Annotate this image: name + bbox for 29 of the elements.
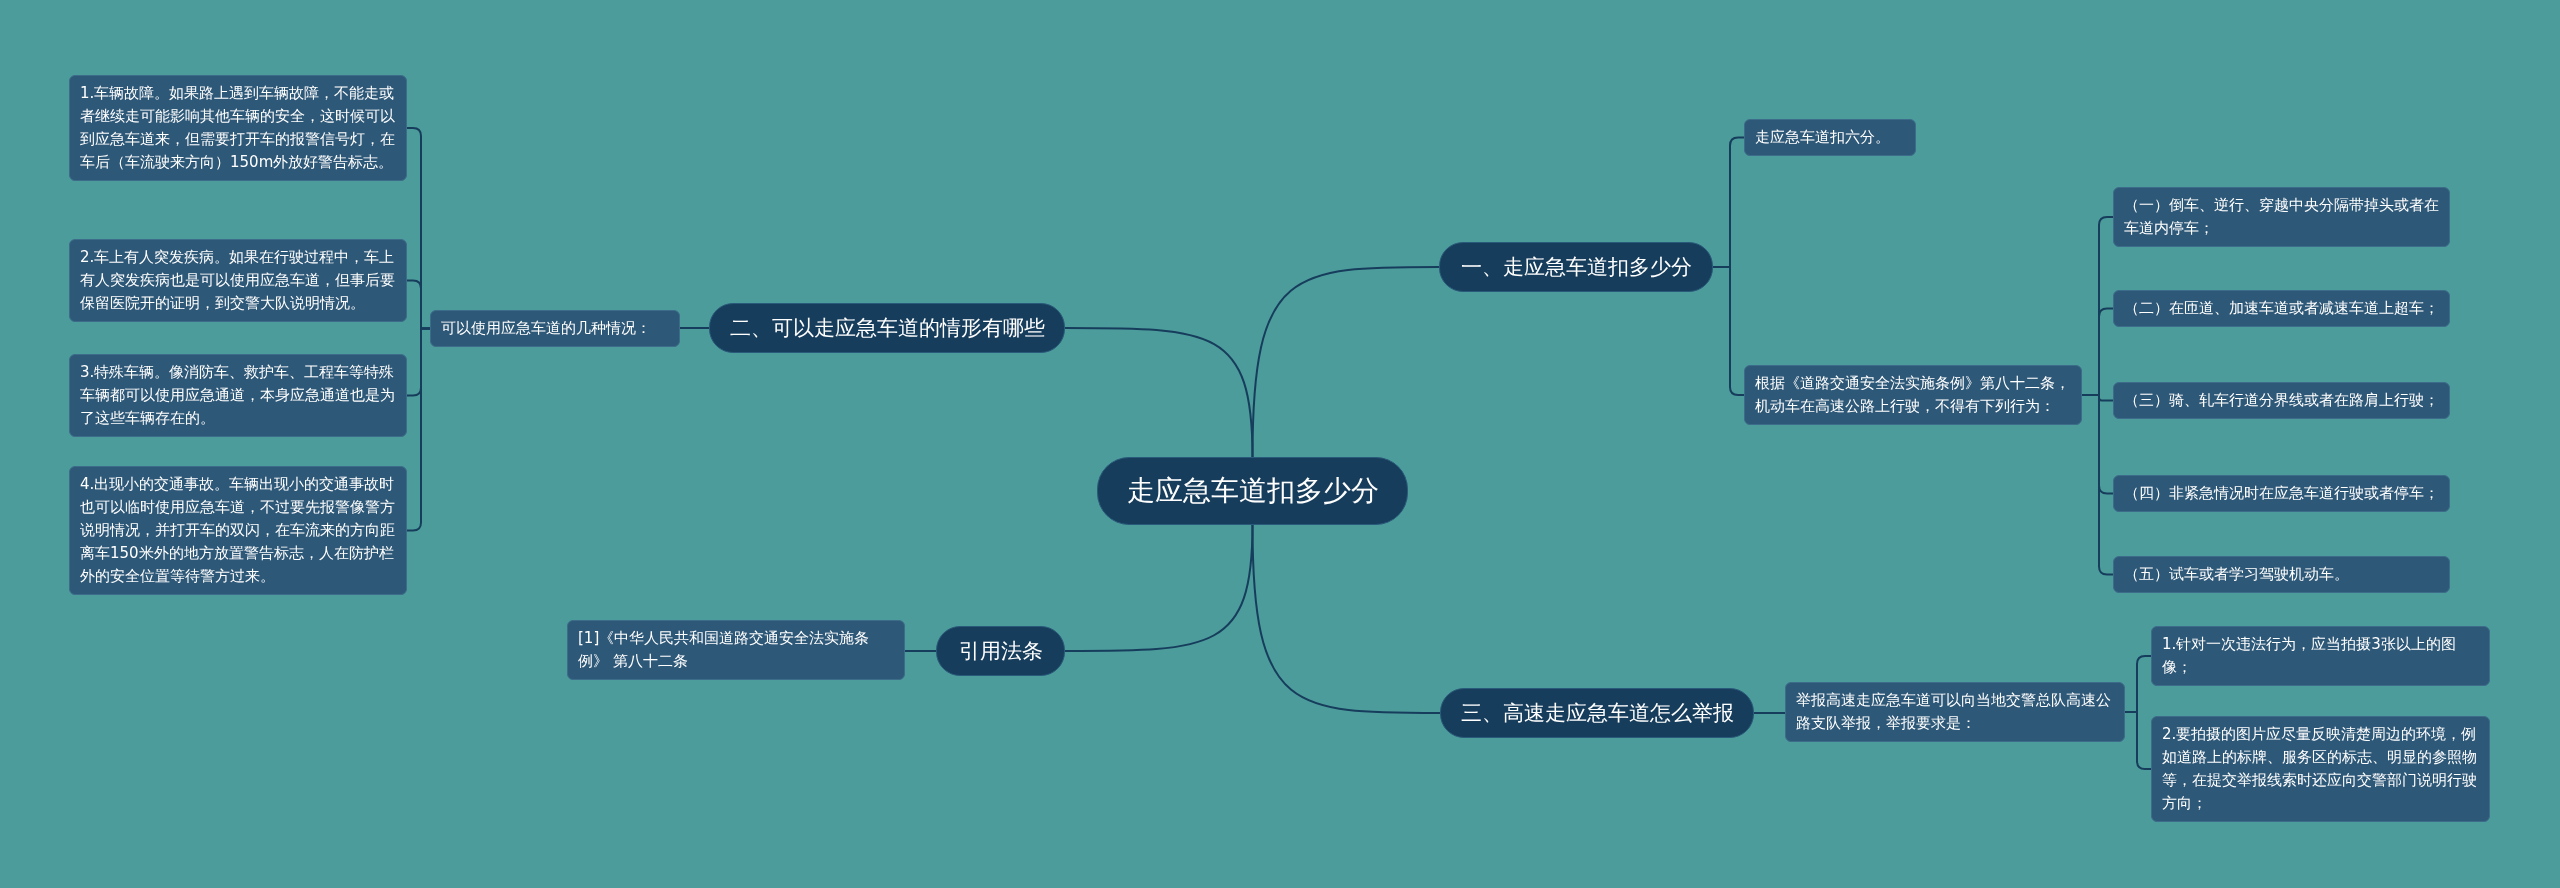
- text-card: 走应急车道扣六分。: [1744, 118, 1916, 156]
- connector-line: [1251, 524, 1441, 714]
- text-card: （一）倒车、逆行、穿越中央分隔带掉头或者在车道内停车；: [2113, 187, 2450, 247]
- connector-line: [904, 650, 937, 652]
- branch-topic: 一、走应急车道扣多少分: [1439, 242, 1713, 292]
- connector-line: [1753, 712, 1786, 714]
- connector-line: [1064, 524, 1254, 652]
- text-card: （三）骑、轧车行道分界线或者在路肩上行驶；: [2113, 381, 2450, 419]
- text-card: 1.车辆故障。如果路上遇到车辆故障，不能走或者继续走可能影响其他车辆的安全，这时候可以到应急车道来，但需要打开车的报警信号灯，在车后（车流驶来方向）150m外放好警告标志。: [69, 75, 407, 181]
- branch-topic: 引用法条: [936, 626, 1065, 676]
- text-card: （二）在匝道、加速车道或者减速车道上超车；: [2113, 289, 2450, 327]
- text-card: 2.车上有人突发疾病。如果在行驶过程中，车上有人突发疾病也是可以使用应急车道，但事后要保留医院开的证明，到交警大队说明情况。: [69, 238, 407, 322]
- connector-line: [1712, 266, 1745, 396]
- text-card: 举报高速走应急车道可以向当地交警总队高速公路支队举报，举报要求是：: [1785, 682, 2125, 742]
- branch-topic: 二、可以走应急车道的情形有哪些: [709, 303, 1065, 353]
- connector-line: [1251, 266, 1440, 458]
- text-card: [1]《中华人民共和国道路交通安全法实施条例》 第八十二条: [567, 620, 905, 680]
- text-card: 1.针对一次违法行为，应当拍摄3张以上的图像；: [2151, 626, 2490, 686]
- connector-line: [1064, 327, 1254, 458]
- text-card: （四）非紧急情况时在应急车道行驶或者停车；: [2113, 474, 2450, 512]
- text-card: 2.要拍摄的图片应尽量反映清楚周边的环境，例如道路上的标牌、服务区的标志、明显的参照物等，在提交举报线索时还应向交警部门说明行驶方向；: [2151, 716, 2490, 822]
- text-card: 4.出现小的交通事故。车辆出现小的交通事故时也可以临时使用应急车道，不过要先报警像警方说明情况，并打开车的双闪，在车流来的方向距离车150米外的地方放置警告标志，人在防护栏外的安全位置等待警方过来。: [69, 465, 407, 595]
- branch-topic: 三、高速走应急车道怎么举报: [1440, 688, 1754, 738]
- text-card: 根据《道路交通安全法实施条例》第八十二条，机动车在高速公路上行驶，不得有下列行为：: [1744, 365, 2082, 425]
- text-card: （五）试车或者学习驾驶机动车。: [2113, 555, 2450, 593]
- text-card: 3.特殊车辆。像消防车、救护车、工程车等特殊车辆都可以使用应急通道，本身应急通道也是为了这些车辆存在的。: [69, 353, 407, 437]
- connector-line: [679, 327, 710, 329]
- central-topic: 走应急车道扣多少分: [1097, 457, 1408, 525]
- text-card: 可以使用应急车道的几种情况：: [430, 309, 680, 347]
